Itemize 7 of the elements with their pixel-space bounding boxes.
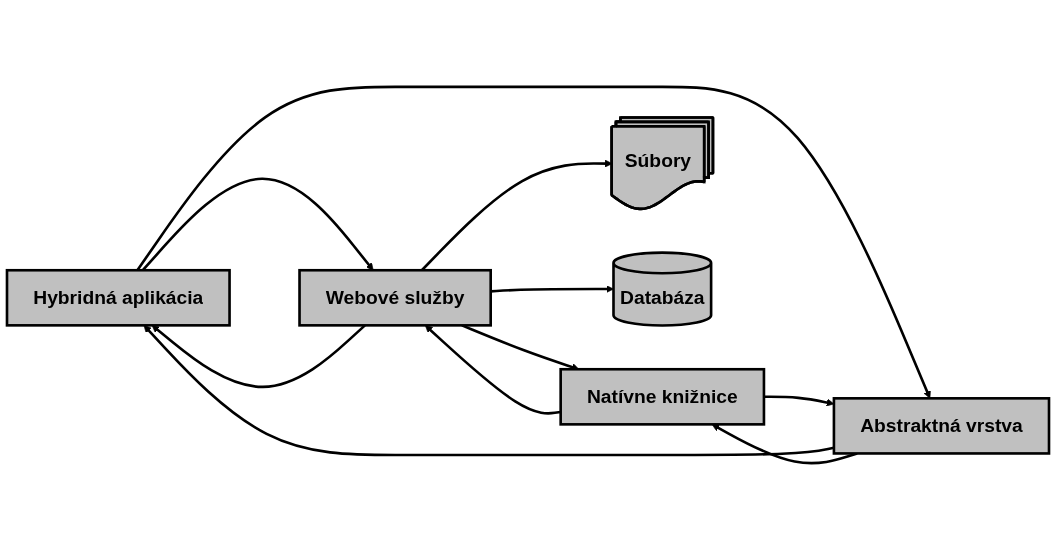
node-box: Webové služby — [298, 268, 492, 327]
node-box: Natívne knižnice — [559, 367, 766, 426]
arrow — [136, 85, 931, 399]
node-box: Hybridná aplikácia — [5, 268, 231, 327]
node-box: Abstraktná vrstva — [832, 397, 1051, 455]
arrow — [424, 325, 561, 415]
arrow — [490, 285, 614, 293]
